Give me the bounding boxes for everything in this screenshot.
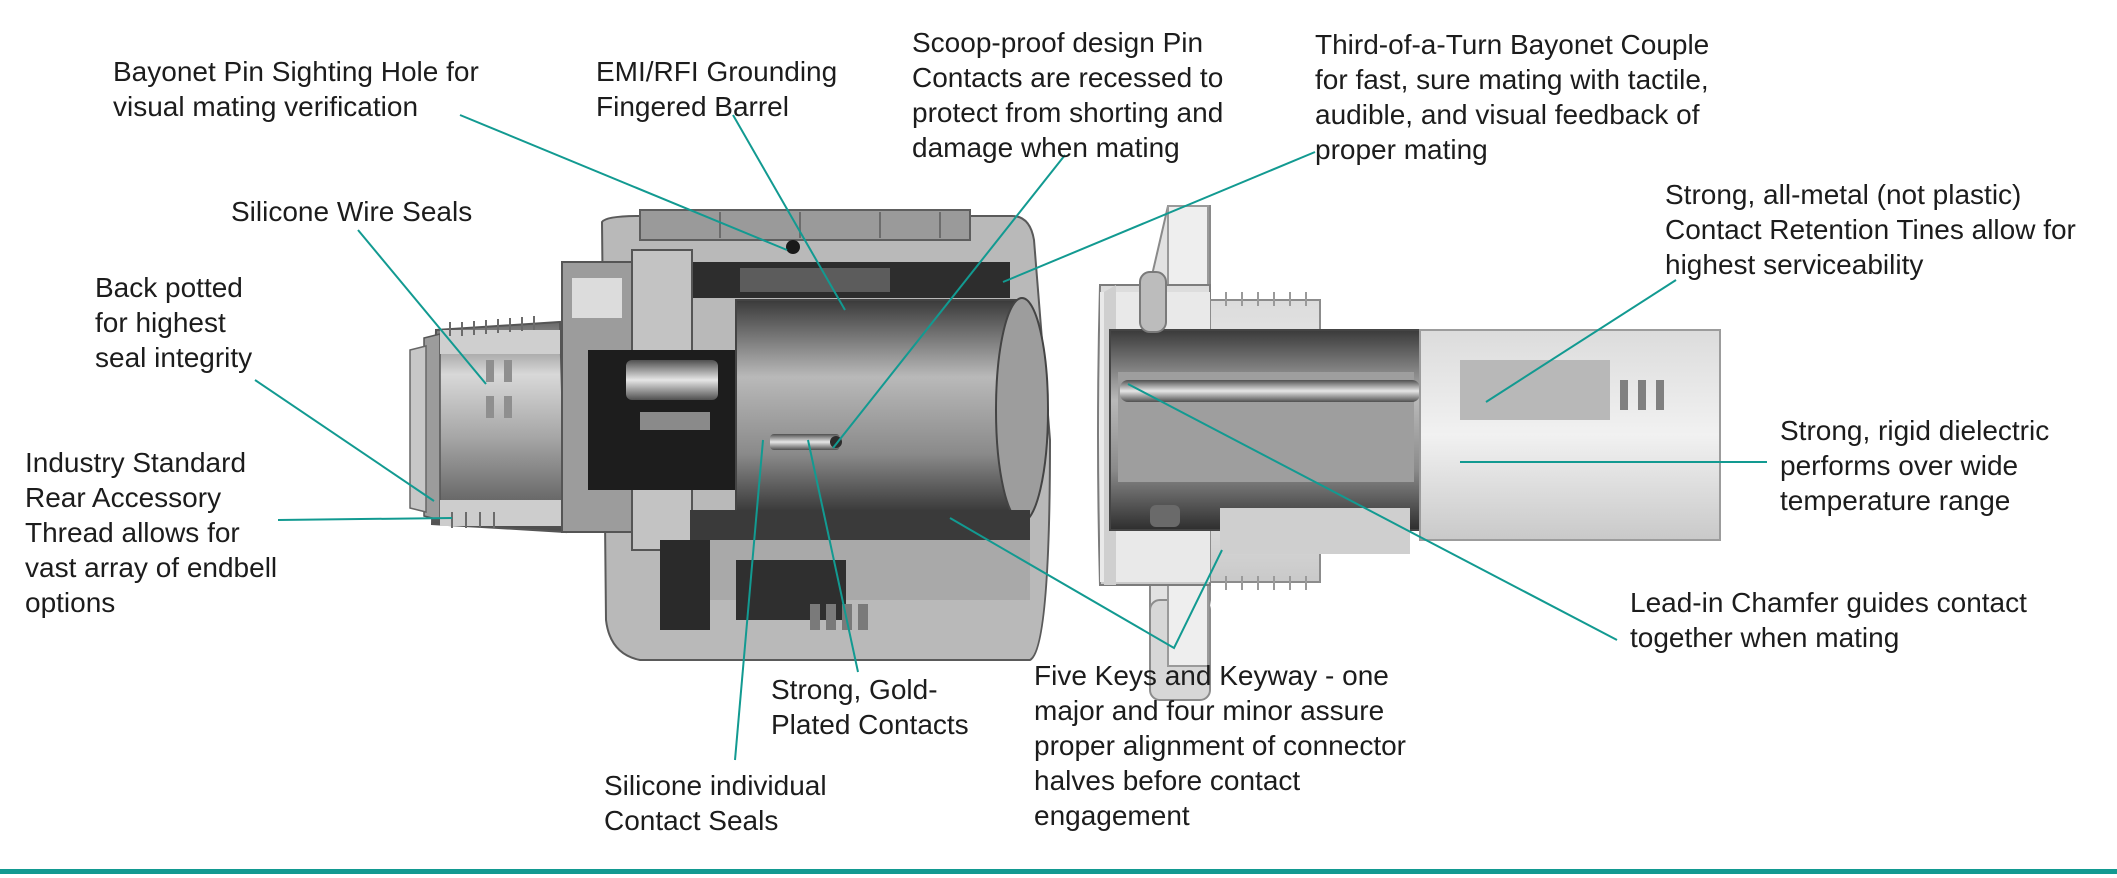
callout-line: Rear Accessory bbox=[25, 482, 222, 513]
callout-contact-seals: Silicone individual Contact Seals bbox=[604, 768, 827, 838]
callout-keys: Five Keys and Keyway - one major and fou… bbox=[1034, 658, 1406, 833]
leader-lead-in bbox=[1127, 383, 1618, 641]
callout-line: Lead-in Chamfer guides contact bbox=[1630, 587, 2027, 618]
callout-line: Back potted bbox=[95, 272, 243, 303]
callout-rear-thread: Industry Standard Rear Accessory Thread … bbox=[25, 445, 277, 620]
callout-scoop-proof: Scoop-proof design Pin Contacts are rece… bbox=[912, 25, 1223, 165]
callout-line: damage when mating bbox=[912, 132, 1180, 163]
callout-line: for highest bbox=[95, 307, 226, 338]
leader-wire-seals bbox=[357, 229, 487, 385]
callout-sighting-hole: Bayonet Pin Sighting Hole for visual mat… bbox=[113, 54, 479, 124]
leader-back-potted bbox=[254, 379, 435, 502]
callout-line: Contact Seals bbox=[604, 805, 779, 836]
receptacle-connector-half bbox=[1097, 205, 1721, 701]
callout-line: Scoop-proof design Pin bbox=[912, 27, 1204, 58]
leader-bayonet-couple bbox=[1002, 151, 1316, 283]
callout-line: for fast, sure mating with tactile, bbox=[1315, 64, 1709, 95]
callout-line: Silicone individual bbox=[604, 770, 827, 801]
callout-line: proper alignment of connector bbox=[1034, 730, 1406, 761]
bottom-divider-rule bbox=[0, 869, 2117, 874]
callout-line: engagement bbox=[1034, 800, 1190, 831]
callout-line: Industry Standard bbox=[25, 447, 247, 478]
callout-line: Strong, rigid dielectric bbox=[1780, 415, 2050, 446]
callout-line: temperature range bbox=[1780, 485, 2011, 516]
callout-line: protect from shorting and bbox=[912, 97, 1224, 128]
callout-line: Strong, Gold- bbox=[771, 674, 938, 705]
callout-line: performs over wide bbox=[1780, 450, 2019, 481]
callout-line: together when mating bbox=[1630, 622, 1900, 653]
callout-line: vast array of endbell bbox=[25, 552, 278, 583]
leader-lines bbox=[254, 114, 1767, 761]
leader-rear-thread bbox=[277, 517, 453, 521]
callout-back-potted: Back potted for highest seal integrity bbox=[95, 270, 252, 375]
callout-retention-tines: Strong, all-metal (not plastic) Contact … bbox=[1665, 177, 2076, 282]
callout-line: options bbox=[25, 587, 116, 618]
callout-bayonet-couple: Third-of-a-Turn Bayonet Couple for fast,… bbox=[1315, 27, 1709, 167]
callout-line: seal integrity bbox=[95, 342, 253, 373]
callout-line: proper mating bbox=[1315, 134, 1488, 165]
leader-contact-seals bbox=[734, 439, 764, 761]
callout-line: major and four minor assure bbox=[1034, 695, 1385, 726]
leader-sighting-hole bbox=[459, 114, 788, 251]
callout-line: Third-of-a-Turn Bayonet Couple bbox=[1315, 29, 1710, 60]
callout-line: EMI/RFI Grounding bbox=[596, 56, 838, 87]
leader-emi-barrel bbox=[732, 114, 846, 311]
leader-gold-contacts bbox=[807, 439, 859, 673]
callout-line: visual mating verification bbox=[113, 91, 419, 122]
leader-scoop-proof bbox=[832, 154, 1066, 449]
callout-line: halves before contact bbox=[1034, 765, 1301, 796]
callout-line: Five Keys and Keyway - one bbox=[1034, 660, 1389, 691]
callout-line: Bayonet Pin Sighting Hole for bbox=[113, 56, 479, 87]
callout-line: Silicone Wire Seals bbox=[231, 196, 473, 227]
callout-gold-contacts: Strong, Gold- Plated Contacts bbox=[771, 672, 969, 742]
callout-emi-barrel: EMI/RFI Grounding Fingered Barrel bbox=[596, 54, 837, 124]
callout-line: Fingered Barrel bbox=[596, 91, 789, 122]
leader-keys bbox=[949, 517, 1223, 650]
callout-line: Contacts are recessed to bbox=[912, 62, 1224, 93]
callout-line: audible, and visual feedback of bbox=[1315, 99, 1700, 130]
callout-line: Thread allows for bbox=[25, 517, 240, 548]
callout-line: Strong, all-metal (not plastic) bbox=[1665, 179, 2022, 210]
callout-wire-seals: Silicone Wire Seals bbox=[231, 194, 472, 229]
callout-lead-in: Lead-in Chamfer guides contact together … bbox=[1630, 585, 2027, 655]
callout-line: Contact Retention Tines allow for bbox=[1665, 214, 2076, 245]
plug-connector-half bbox=[409, 209, 1052, 661]
leader-retention-tines bbox=[1485, 279, 1677, 403]
callout-line: highest serviceability bbox=[1665, 249, 1924, 280]
callout-dielectric: Strong, rigid dielectric performs over w… bbox=[1780, 413, 2049, 518]
callout-line: Plated Contacts bbox=[771, 709, 969, 740]
